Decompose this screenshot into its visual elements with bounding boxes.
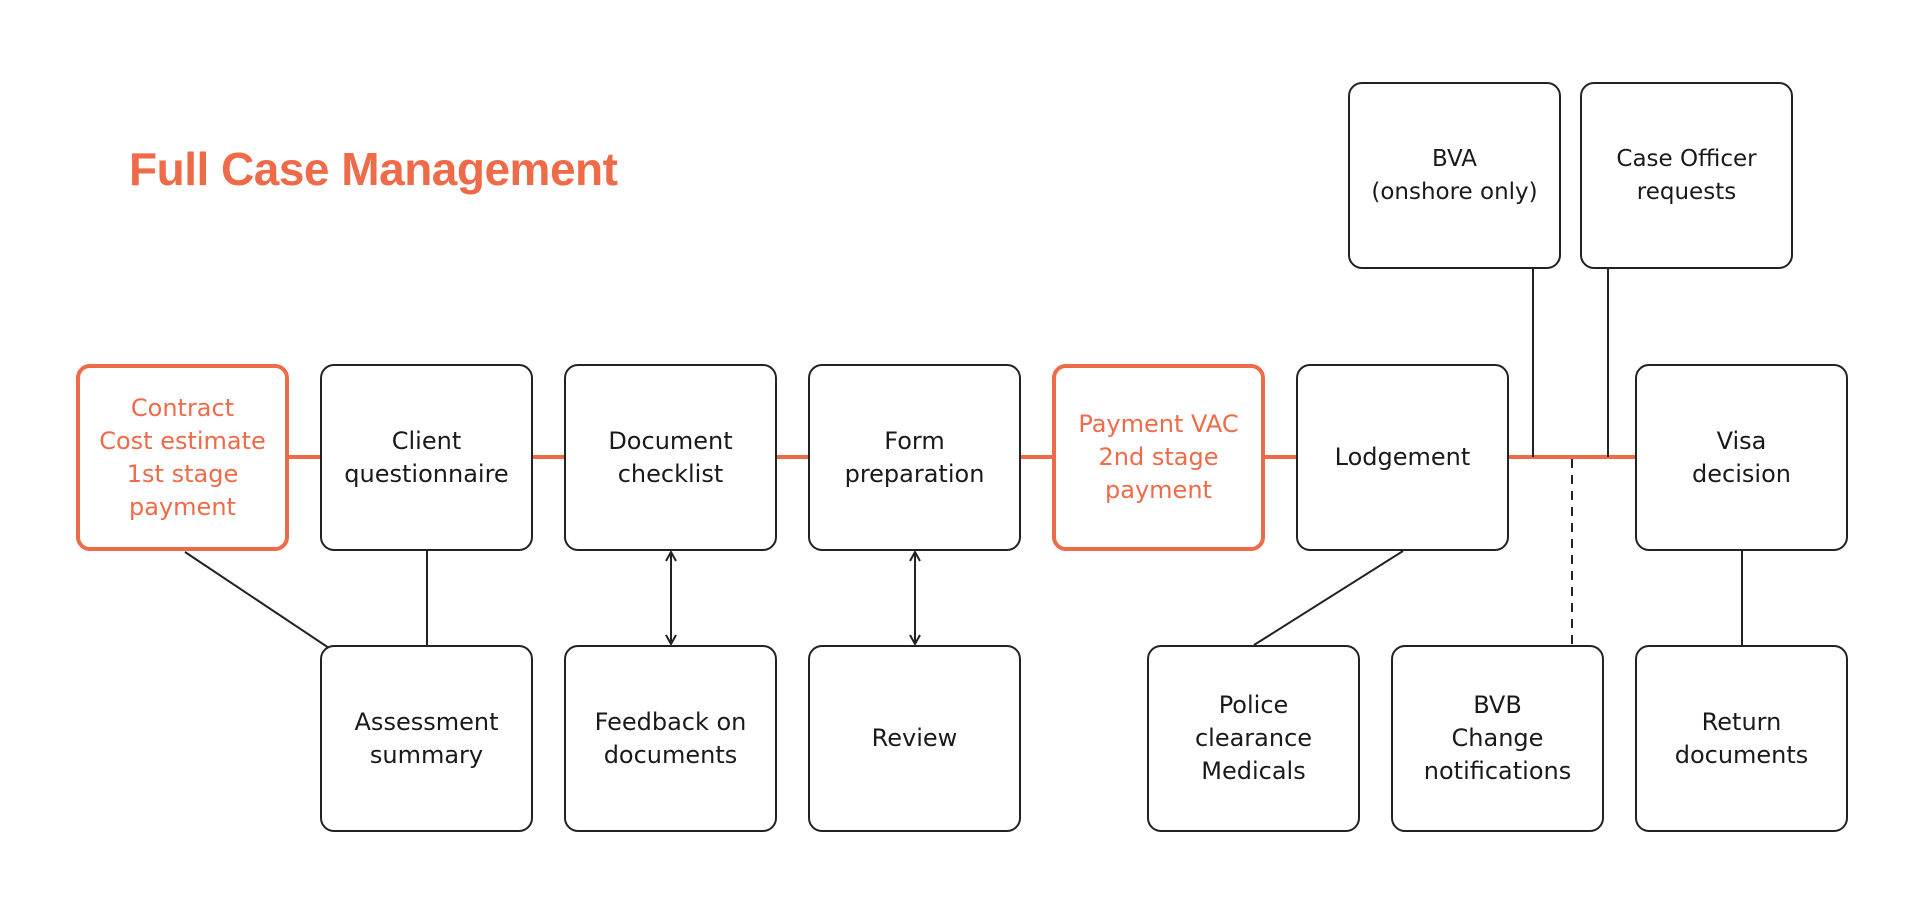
connector-contract-assessment [184, 551, 330, 649]
node-visa-decision-label: Visa decision [1692, 426, 1791, 488]
node-bva-label: BVA (onshore only) [1371, 145, 1538, 205]
node-case-officer-requests-label: Case Officer requests [1616, 145, 1757, 205]
node-visa-decision: Visa decision [1635, 364, 1848, 551]
node-bvb-change-notifications: BVB Change notifications [1391, 645, 1604, 832]
node-form-preparation: Form preparation [808, 364, 1021, 551]
node-review-label: Review [871, 724, 958, 752]
node-police-clearance-medicals: Police clearance Medicals [1147, 645, 1360, 832]
node-bva: BVA (onshore only) [1348, 82, 1561, 269]
node-bvb-change-notifications-label: BVB Change notifications [1423, 691, 1572, 785]
node-contract-label: Contract Cost estimate 1st stage payment [99, 393, 266, 521]
node-review: Review [808, 645, 1021, 832]
node-assessment-summary-label: Assessment summary [354, 707, 499, 769]
node-document-checklist-label: Document checklist [608, 426, 733, 488]
node-lodgement: Lodgement [1296, 364, 1509, 551]
node-assessment-summary: Assessment summary [320, 645, 533, 832]
node-lodgement-label: Lodgement [1334, 443, 1471, 471]
node-client-questionnaire: Client questionnaire [320, 364, 533, 551]
node-return-documents-label: Return documents [1674, 707, 1809, 769]
node-client-questionnaire-label: Client questionnaire [344, 426, 509, 488]
node-form-preparation-label: Form preparation [844, 426, 985, 488]
node-return-documents: Return documents [1635, 645, 1848, 832]
node-contract: Contract Cost estimate 1st stage payment [76, 364, 289, 551]
node-feedback-on-documents-label: Feedback on documents [594, 707, 747, 769]
connector-lodgement-police [1253, 550, 1404, 646]
node-document-checklist: Document checklist [564, 364, 777, 551]
node-payment-vac: Payment VAC 2nd stage payment [1052, 364, 1265, 551]
node-payment-vac-label: Payment VAC 2nd stage payment [1078, 410, 1239, 504]
diagram-title: Full Case Management [129, 143, 618, 195]
node-case-officer-requests: Case Officer requests [1580, 82, 1793, 269]
node-feedback-on-documents: Feedback on documents [564, 645, 777, 832]
node-police-clearance-medicals-label: Police clearance Medicals [1194, 691, 1313, 785]
